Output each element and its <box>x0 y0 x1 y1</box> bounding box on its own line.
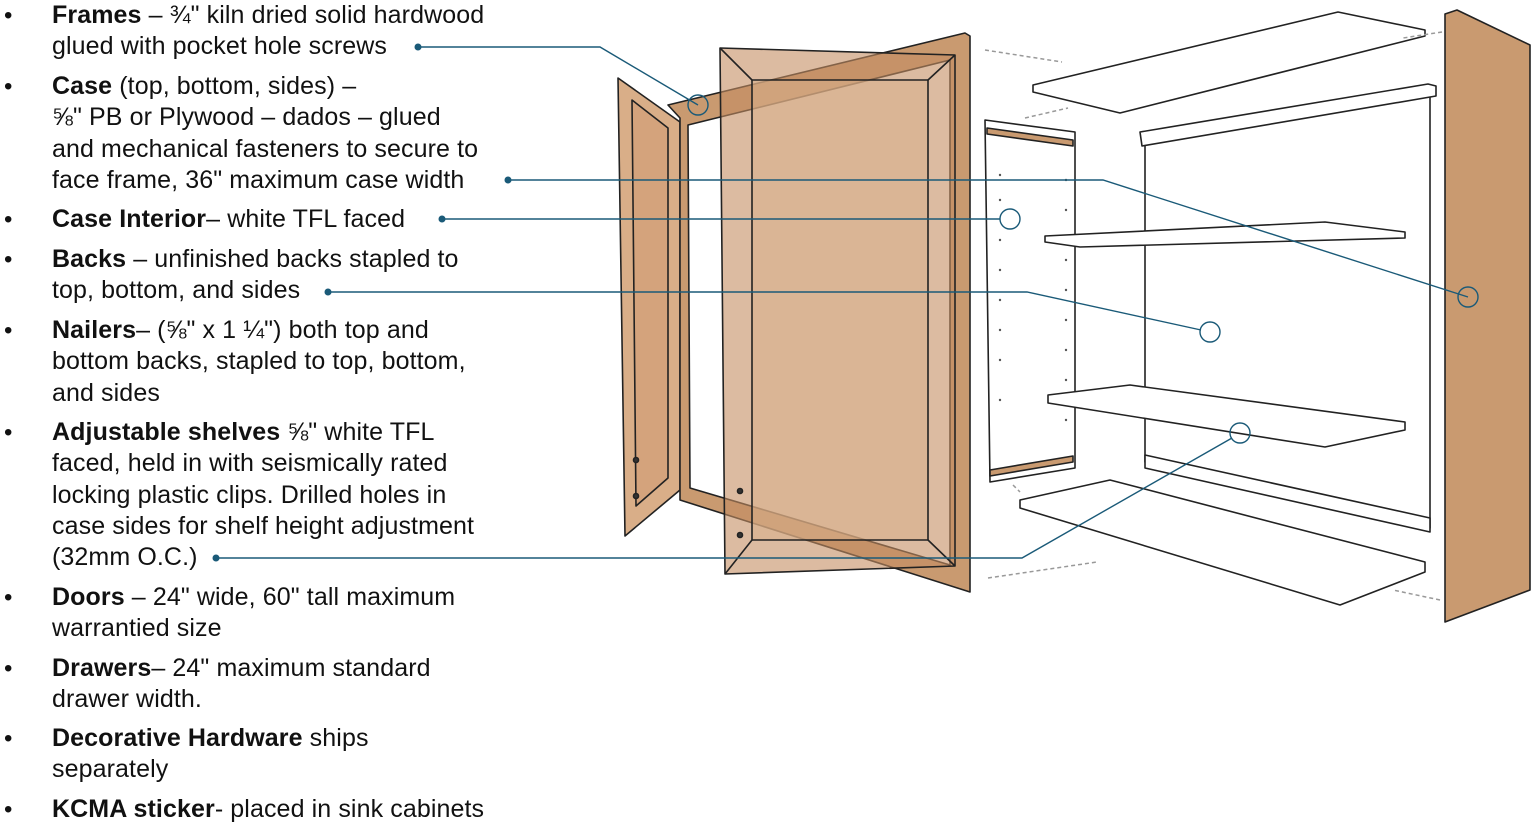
feature-text-line: Doors – 24" wide, 60" tall maximum <box>52 582 455 613</box>
bullet-icon: • <box>4 206 13 233</box>
callout-circle-interior <box>999 208 1021 230</box>
case-side-left <box>984 119 1076 483</box>
feature-text-line: warrantied size <box>52 614 222 643</box>
feature-text-line: and sides <box>52 378 160 407</box>
feature-text-line: top, bottom, and sides <box>52 276 301 305</box>
feature-text-line: bottom backs, stapled to top, bottom, <box>52 347 466 376</box>
feature-text-line: Backs – unfinished backs stapled to <box>52 244 459 275</box>
feature-text-line: ⅝" PB or Plywood – dados – glued <box>52 103 441 132</box>
feature-description: – unfinished backs stapled to <box>126 245 459 273</box>
bullet-icon: • <box>4 796 13 823</box>
feature-text-line: and mechanical fasteners to secure to <box>52 134 479 163</box>
feature-title: Nailers <box>52 316 137 344</box>
feature-text-line: Decorative Hardware ships <box>52 723 369 754</box>
callout-circle-backs <box>1199 321 1221 343</box>
feature-title: Case <box>52 72 113 100</box>
bullet-icon: • <box>4 2 13 29</box>
feature-title: KCMA sticker <box>52 795 215 823</box>
bullet-icon: • <box>4 584 13 611</box>
feature-text-line: glued with pocket hole screws <box>52 32 388 61</box>
feature-description: (top, bottom, sides) – <box>112 72 357 100</box>
feature-text-line: faced, held in with seismically rated <box>52 449 448 478</box>
open-door-panel <box>631 99 669 507</box>
bullet-icon: • <box>4 655 13 682</box>
case-top <box>1032 11 1426 114</box>
feature-description: – ¾" kiln dried solid hardwood <box>141 1 485 29</box>
bullet-icon: • <box>4 725 13 752</box>
callout-lines <box>216 46 1479 559</box>
feature-text-line: (32mm O.C.) <box>52 543 198 572</box>
feature-title: Adjustable shelves <box>52 418 281 446</box>
callout-circle-frames <box>687 94 709 116</box>
feature-description: – 24" wide, 60" tall maximum <box>124 583 456 611</box>
nailer-top <box>1139 83 1437 147</box>
feature-text-line: separately <box>52 755 169 784</box>
feature-text-line: drawer width. <box>52 685 202 714</box>
shelf-lower <box>1047 384 1406 448</box>
feature-title: Doors <box>52 583 125 611</box>
feature-text-line: Frames – ¾" kiln dried solid hardwood <box>52 0 484 31</box>
feature-text-line: KCMA sticker- placed in sink cabinets <box>52 794 484 825</box>
case-side-right <box>1444 9 1531 623</box>
feature-title: Decorative Hardware <box>52 724 303 752</box>
feature-text-line: Case Interior– white TFL faced <box>52 204 405 235</box>
feature-description: ships <box>302 724 369 752</box>
feature-description: - placed in sink cabinets <box>214 795 485 823</box>
feature-title: Frames <box>52 1 142 29</box>
callout-circle-shelves <box>1229 422 1251 444</box>
feature-text-line: Nailers– (⅝" x 1 ¼") both top and <box>52 315 429 346</box>
feature-description: – 24" maximum standard <box>151 654 431 682</box>
feature-text-line: Drawers– 24" maximum standard <box>52 653 431 684</box>
nailer-bottom <box>1144 454 1431 533</box>
nailer-strip-top <box>986 127 1074 147</box>
feature-title: Drawers <box>52 654 152 682</box>
feature-text-line: Case (top, bottom, sides) – <box>52 71 356 102</box>
shelf-upper <box>1044 221 1406 248</box>
case-back <box>1144 89 1431 529</box>
case-bottom <box>1019 479 1426 606</box>
feature-text-line: locking plastic clips. Drilled holes in <box>52 480 447 509</box>
feature-text-line: face frame, 36" maximum case width <box>52 165 465 194</box>
bullet-icon: • <box>4 419 13 446</box>
feature-description: – white TFL faced <box>206 205 406 233</box>
feature-description: ⅝" white TFL <box>280 418 435 446</box>
bullet-icon: • <box>4 246 13 273</box>
callout-circle-case <box>1457 286 1479 308</box>
feature-text-line: case sides for shelf height adjustment <box>52 511 475 540</box>
bullet-icon: • <box>4 73 13 100</box>
nailer-strip-bottom <box>989 455 1074 477</box>
feature-text-line: Adjustable shelves ⅝" white TFL <box>52 417 435 448</box>
front-door-panel <box>751 79 929 541</box>
feature-title: Case Interior <box>52 205 207 233</box>
bullet-icon: • <box>4 317 13 344</box>
assembly-arrows <box>984 31 1443 601</box>
feature-description: – (⅝" x 1 ¼") both top and <box>136 316 429 344</box>
feature-title: Backs <box>52 245 127 273</box>
